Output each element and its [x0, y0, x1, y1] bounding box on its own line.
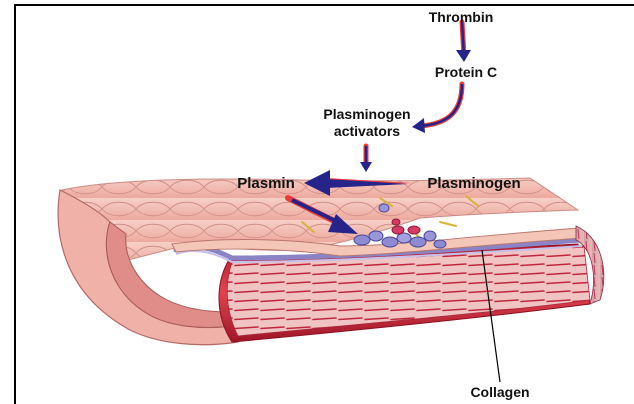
label-plasminogen-activators-line1: Plasminogen: [312, 106, 422, 122]
label-plasmin: Plasmin: [229, 176, 303, 192]
fibrin-strand: [440, 222, 456, 226]
arrow-protein-c-to-activators: [420, 84, 462, 126]
label-protein-c: Protein C: [423, 64, 509, 80]
label-collagen: Collagen: [460, 384, 540, 400]
label-plasminogen-activators-line2: activators: [322, 123, 412, 139]
label-thrombin: Thrombin: [421, 9, 501, 25]
label-plasminogen: Plasminogen: [418, 176, 530, 192]
